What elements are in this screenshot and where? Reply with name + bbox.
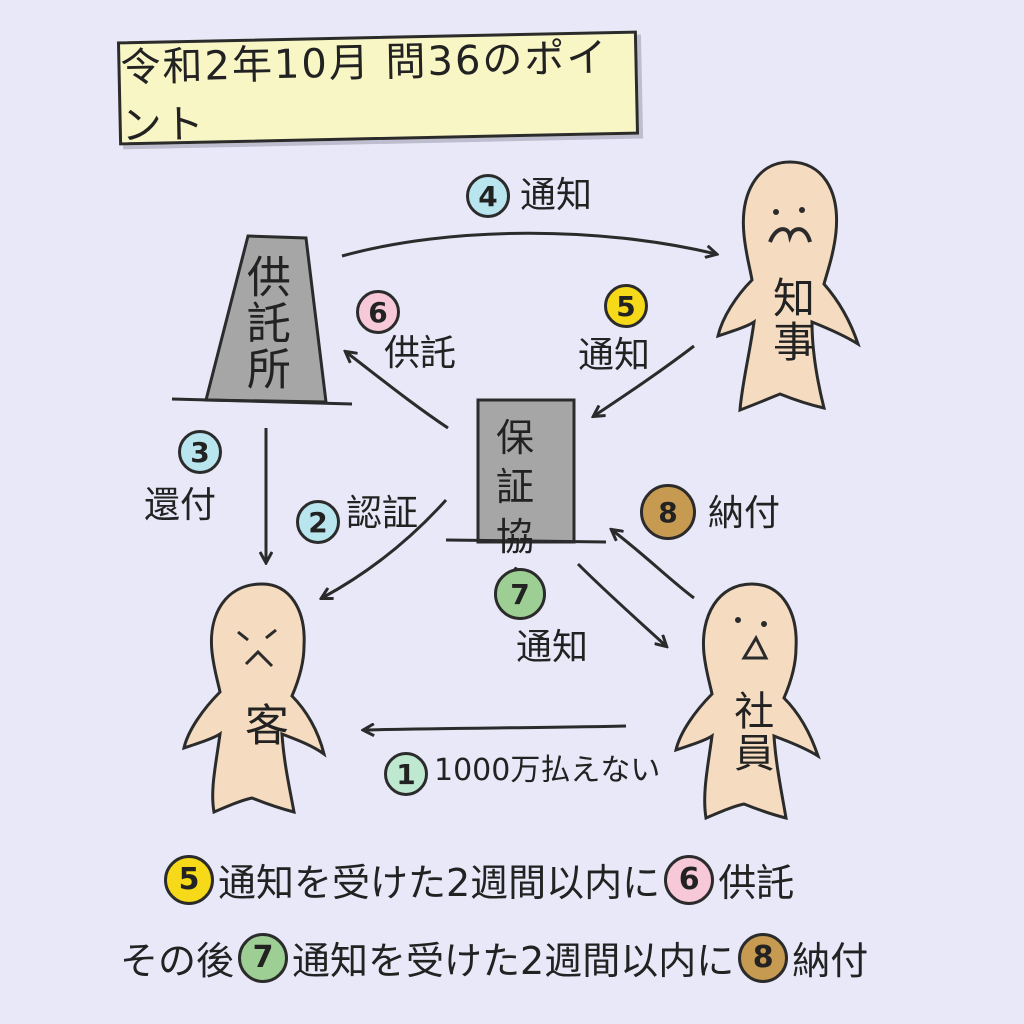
- shain-label: 社員: [727, 690, 774, 774]
- summary-line-1-badge-6: 6: [664, 854, 715, 905]
- summary-line-2-badge-8: 8: [738, 932, 789, 983]
- step-2-badge: 2: [296, 500, 340, 544]
- kyotakusho-label: 供託所: [238, 254, 290, 392]
- arrow-6-kyotaku: [346, 352, 449, 430]
- summary-line-1-badge-5: 5: [164, 854, 214, 905]
- chiji-label: 知事: [766, 276, 816, 364]
- step-4-badge: 4: [466, 174, 510, 218]
- arrow-5-notify-kyokai: [594, 344, 695, 416]
- step-1-label: 1000万払えない: [434, 753, 661, 788]
- summary-line-2: その後 7 通知を受けた2週間以内に 8 納付: [120, 930, 868, 985]
- chiji-figure: [715, 160, 861, 413]
- step-6-badge: 6: [356, 290, 400, 334]
- step-3-badge: 3: [178, 430, 222, 474]
- kyaku-figure: [181, 582, 327, 815]
- summary-line-2-badge-7: 7: [238, 932, 289, 983]
- step-1-badge: 1: [384, 752, 428, 796]
- hosho-kyokai-building: [476, 398, 576, 544]
- arrow-4-notify-chiji: [341, 231, 716, 256]
- summary-line-1-end: 供託: [718, 861, 795, 905]
- page-title: 令和2年10月 問36のポイント: [120, 35, 609, 150]
- kyaku-label: 客: [236, 702, 288, 748]
- step-4-label: 通知: [520, 175, 593, 216]
- step-8-label: 納付: [708, 493, 781, 534]
- summary-line-2-text: 通知を受けた2週間以内に: [292, 939, 735, 983]
- step-6-label: 供託: [384, 333, 457, 374]
- title-box: 令和2年10月 問36のポイント: [116, 30, 640, 149]
- arrow-2-ninsho: [322, 498, 448, 598]
- step-2-label: 認証: [346, 493, 419, 534]
- step-3-label: 還付: [144, 485, 217, 526]
- arrow-8-nofu: [612, 530, 695, 600]
- arrow-7-notify-shain: [576, 562, 666, 646]
- shain-figure: [673, 582, 821, 821]
- summary-line-1-text: 通知を受けた2週間以内に: [218, 861, 661, 905]
- kyotakusho-ground: [171, 397, 353, 406]
- arrow-1-cannot-pay: [364, 726, 627, 730]
- summary-line-2-end: 納付: [792, 939, 869, 983]
- step-7-badge: 7: [494, 568, 546, 620]
- step-7-label: 通知: [516, 627, 589, 668]
- step-5-badge: 5: [604, 284, 648, 328]
- hosho-kyokai-ground: [445, 538, 607, 544]
- step-5-label: 通知: [578, 335, 651, 376]
- step-8-badge: 8: [640, 484, 696, 540]
- summary-line-1: 5 通知を受けた2週間以内に 6 供託: [164, 852, 794, 907]
- summary-line-2-prefix: その後: [120, 939, 235, 983]
